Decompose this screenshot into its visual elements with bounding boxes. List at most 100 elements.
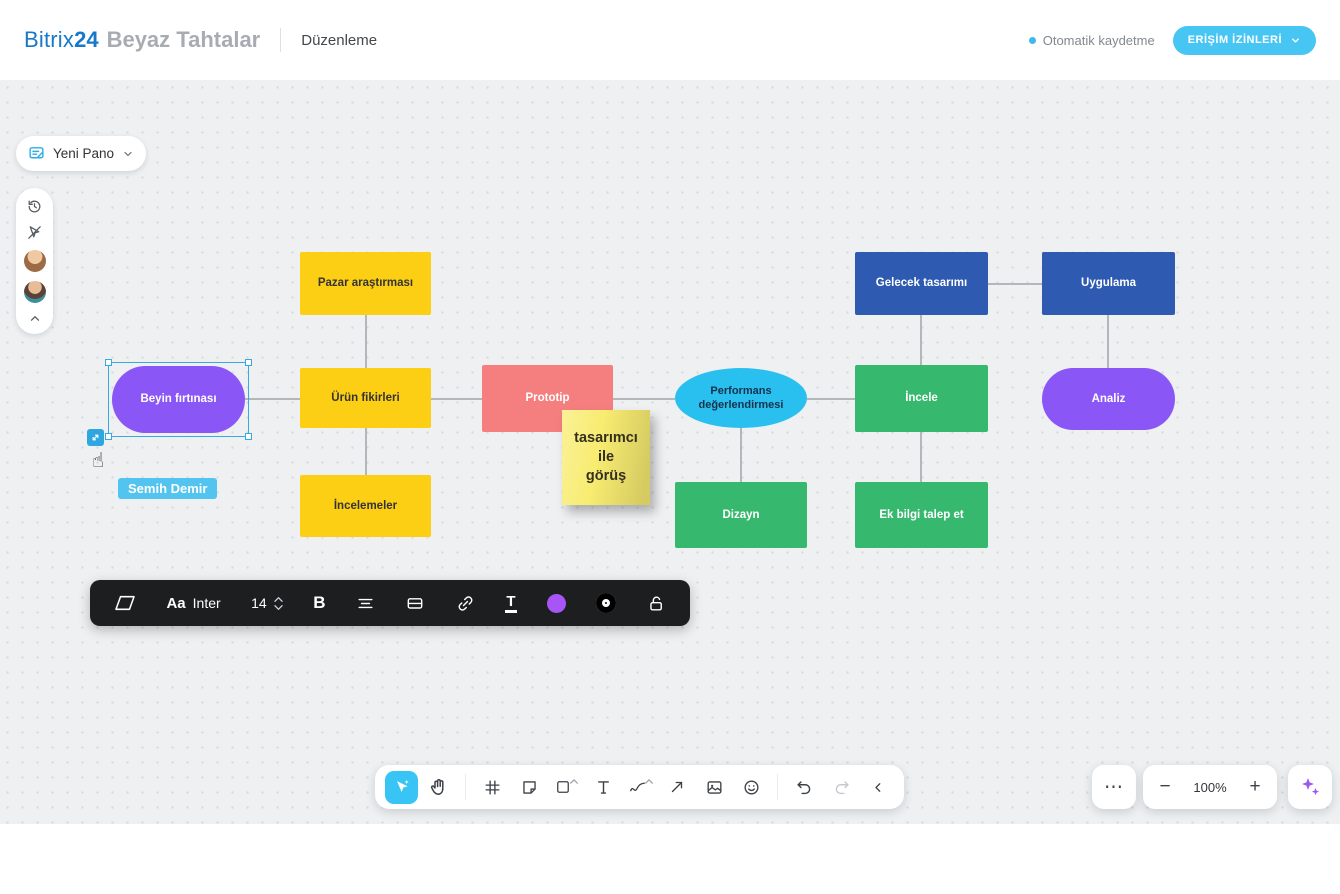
chevron-up-icon (644, 778, 653, 784)
flowchart-node[interactable]: İncele (855, 365, 988, 432)
toolbar-divider (777, 774, 778, 800)
selection-handle[interactable] (105, 359, 112, 366)
selection-handle[interactable] (245, 359, 252, 366)
autosave-dot-icon (1028, 36, 1036, 44)
collapse-dock-button[interactable] (862, 769, 894, 805)
connector-line (365, 428, 367, 475)
pan-tool[interactable] (423, 769, 455, 805)
arrow-up-right-icon (671, 781, 683, 793)
collaborator-avatar (23, 250, 46, 272)
flowchart-node[interactable]: İncelemeler (300, 475, 431, 537)
flowchart-node[interactable]: Pazar araştırması (300, 252, 431, 315)
image-icon (706, 780, 722, 794)
border-style-button[interactable] (405, 593, 425, 613)
flowchart-node-selected[interactable]: Beyin fırtınası (112, 366, 245, 433)
bold-button[interactable]: B (313, 593, 325, 613)
bitrix24-logo[interactable]: Bitrix 24 Beyaz Tahtalar (24, 27, 260, 53)
connector-line (245, 398, 300, 400)
redo-button[interactable] (825, 769, 857, 805)
resize-diagonal-icon (92, 434, 99, 441)
sticky-note-icon (522, 780, 536, 794)
logo-bitrix: Bitrix (24, 27, 75, 52)
connector-line (807, 398, 855, 400)
flowchart-node[interactable]: Ek bilgi talep et (855, 482, 988, 548)
shape-style-button[interactable] (114, 594, 136, 612)
emoji-tool[interactable] (735, 769, 767, 805)
arrow-tool[interactable] (661, 769, 693, 805)
undo-button[interactable] (788, 769, 820, 805)
autosave-status: Otomatik kaydetme (1028, 32, 1155, 48)
pointer-icon (396, 780, 409, 792)
flowchart-node[interactable]: Performans değerlendirmesi (675, 368, 807, 428)
autosave-label: Otomatik kaydetme (1042, 32, 1155, 48)
text-color-button[interactable]: T (505, 594, 517, 613)
whiteboard-canvas[interactable]: Pazar araştırması Gelecek tasarımı Uygul… (0, 80, 1340, 824)
selection-handle[interactable] (245, 433, 252, 440)
sticky-note-tool[interactable] (513, 769, 545, 805)
lock-button[interactable] (647, 594, 666, 613)
chevron-down-icon (274, 604, 283, 610)
bold-label: B (313, 593, 326, 612)
link-button[interactable] (456, 594, 475, 613)
cursor-off-icon (28, 226, 41, 239)
fill-color-swatch[interactable] (546, 593, 566, 613)
parallelogram-icon (115, 595, 135, 611)
font-size-value: 14 (251, 595, 267, 611)
tool-dock (375, 765, 904, 809)
resize-handle-button[interactable] (87, 429, 104, 446)
collaborator-name-tag: Semih Demir (118, 478, 218, 499)
flowchart-node[interactable]: Gelecek tasarımı (855, 252, 988, 315)
collaborator-avatar (23, 281, 46, 303)
pen-tool[interactable] (624, 769, 656, 805)
zoom-out-button[interactable]: − (1143, 765, 1187, 809)
history-icon (28, 200, 41, 213)
flowchart-node[interactable]: Prototip (482, 365, 613, 432)
ai-assistant-button[interactable] (1288, 765, 1332, 809)
chevron-down-icon (1292, 37, 1299, 43)
mode-label: Düzenleme (301, 31, 378, 49)
stroke-color-swatch[interactable] (596, 593, 617, 613)
logo-24: 24 (74, 27, 99, 52)
select-tool[interactable] (385, 770, 418, 804)
access-permissions-button[interactable]: ERİŞİM İZİNLERİ (1172, 25, 1316, 55)
font-family-button[interactable]: Aa Inter (166, 595, 220, 612)
header-divider (280, 28, 282, 52)
frame-icon (484, 779, 500, 795)
align-button[interactable] (356, 594, 375, 613)
zoom-in-button[interactable]: + (1233, 765, 1277, 809)
selection-handle[interactable] (105, 433, 112, 440)
connector-line (920, 432, 922, 482)
history-button[interactable] (26, 198, 43, 215)
top-bar: Bitrix 24 Beyaz Tahtalar Düzenleme Otoma… (0, 0, 1340, 80)
flowchart-node[interactable]: Analiz (1042, 368, 1175, 430)
font-size-stepper[interactable]: 14 (251, 595, 283, 611)
collaborator-cursor-icon: ☝ (92, 450, 105, 472)
board-selector-button[interactable]: Yeni Pano (16, 136, 147, 171)
connector-line (1107, 315, 1109, 368)
header-right: Otomatik kaydetme ERİŞİM İZİNLERİ (1028, 25, 1316, 55)
shape-tool[interactable] (550, 769, 582, 805)
hide-cursors-button[interactable] (26, 224, 43, 241)
image-tool[interactable] (698, 769, 730, 805)
text-tool[interactable] (587, 769, 619, 805)
font-size-arrows[interactable] (274, 596, 283, 610)
more-options-button[interactable]: ⋯ (1092, 765, 1136, 809)
board-selector-label: Yeni Pano (53, 146, 115, 161)
frame-tool[interactable] (476, 769, 508, 805)
chevron-left-icon (874, 782, 880, 792)
access-permissions-label: ERİŞİM İZİNLERİ (1187, 34, 1282, 46)
connector-line (613, 398, 675, 400)
flowchart-node[interactable]: Ürün fikirleri (300, 368, 431, 428)
flowchart-node[interactable]: Uygulama (1042, 252, 1175, 315)
text-icon (597, 780, 609, 794)
flowchart-node[interactable]: Dizayn (675, 482, 807, 548)
connector-line (920, 315, 922, 365)
format-toolbar: Aa Inter 14 B (90, 580, 690, 626)
pen-scribble-icon (629, 781, 645, 791)
collapse-panel-button[interactable] (28, 312, 42, 326)
sticky-note[interactable]: tasarımcı ile görüş (562, 410, 650, 505)
align-icon (358, 598, 373, 608)
fill-color-icon (546, 593, 566, 613)
sparkles-icon (1302, 778, 1320, 796)
